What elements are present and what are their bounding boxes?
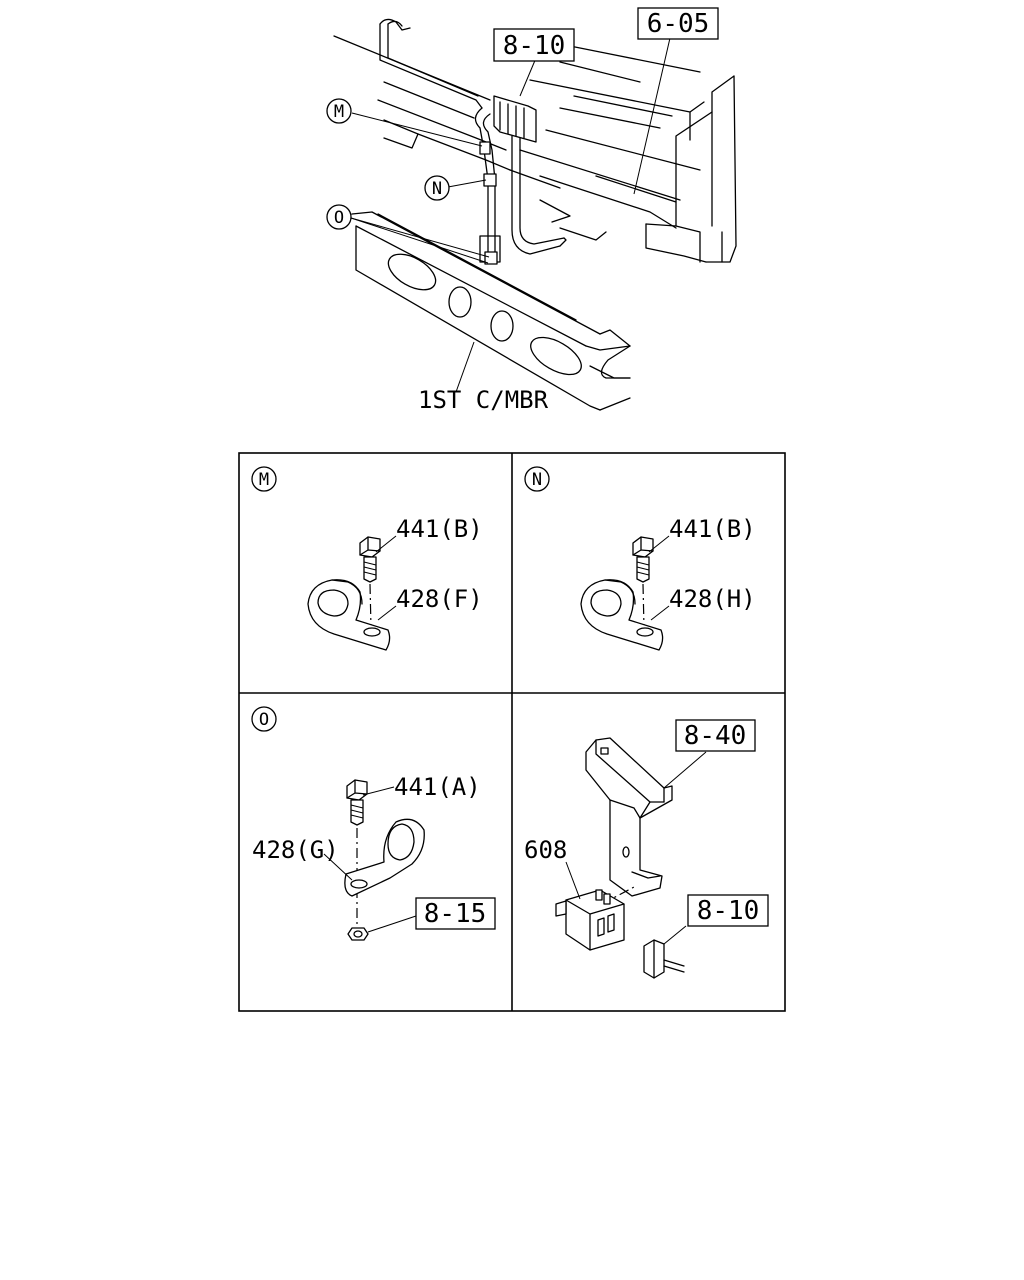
clip-o-icon bbox=[344, 818, 425, 897]
panel-m-letter: M bbox=[259, 470, 269, 490]
callout-m: M bbox=[326, 98, 352, 124]
callout-m-letter: M bbox=[334, 102, 344, 122]
panel-sensor-part-label: 608 bbox=[524, 836, 567, 864]
panel-m: M 441(B) 428(F) bbox=[251, 466, 483, 651]
detail-grid bbox=[238, 452, 786, 1012]
ref-8-40-text: 8-40 bbox=[684, 721, 747, 751]
callout-n-letter: N bbox=[432, 179, 442, 199]
ref-box-8-10-bottom[interactable]: 8-10 bbox=[687, 894, 769, 927]
leader-o-bolt bbox=[362, 786, 395, 796]
panel-m-bolt-label: 441(B) bbox=[396, 515, 483, 543]
bolt-m-icon bbox=[359, 536, 381, 583]
harness-connector bbox=[493, 95, 567, 255]
leader-o-clip bbox=[323, 853, 353, 881]
panel-n-letter-circle: N bbox=[524, 466, 550, 492]
bolt-n-icon bbox=[632, 536, 654, 583]
leader-sensor-bracket bbox=[663, 751, 707, 789]
ref-box-8-40[interactable]: 8-40 bbox=[675, 719, 756, 752]
panel-o-bolt-label: 441(A) bbox=[394, 773, 481, 801]
clip-m-icon bbox=[307, 579, 391, 651]
overview-illustration: 8-10 6-05 M N O 1ST C/MBR bbox=[326, 7, 737, 414]
ref-box-8-15[interactable]: 8-15 bbox=[415, 897, 496, 930]
ref-6-05-text: 6-05 bbox=[647, 9, 710, 39]
panel-m-clip-label: 428(F) bbox=[396, 585, 483, 613]
clip-n-icon bbox=[580, 579, 664, 651]
bolt-axis-m bbox=[369, 583, 372, 629]
panel-o-letter: O bbox=[259, 710, 269, 730]
panel-n: N 441(B) 428(H) bbox=[524, 466, 756, 651]
callout-o: O bbox=[326, 204, 352, 230]
nut-o-icon bbox=[347, 927, 369, 941]
bolt-axis-n bbox=[642, 583, 645, 629]
panel-n-bolt-label: 441(B) bbox=[669, 515, 756, 543]
frame-rail bbox=[333, 35, 737, 263]
ref-box-8-10-top[interactable]: 8-10 bbox=[493, 28, 575, 62]
leader-n-clip bbox=[650, 605, 670, 621]
crossmember bbox=[351, 211, 631, 411]
ref-8-10-top-text: 8-10 bbox=[503, 31, 566, 61]
leader-n-bolt bbox=[648, 535, 670, 553]
panel-sensor: 8-40 608 8-10 bbox=[524, 719, 769, 979]
panel-o: O 441(A) 428(G) 8-15 bbox=[251, 706, 496, 941]
callout-n: N bbox=[424, 175, 450, 201]
leader-m-clip bbox=[377, 605, 397, 621]
bolt-o-icon bbox=[346, 779, 368, 826]
crossmember-label: 1ST C/MBR bbox=[418, 386, 549, 414]
bracket-icon bbox=[585, 737, 673, 897]
panel-n-clip-label: 428(H) bbox=[669, 585, 756, 613]
ref-8-10-bottom-text: 8-10 bbox=[697, 896, 760, 926]
overview-leaders bbox=[350, 37, 671, 393]
connector-8-10-icon bbox=[643, 939, 685, 979]
ref-8-15-text: 8-15 bbox=[424, 899, 487, 929]
leader-sensor-part bbox=[565, 861, 581, 900]
ref-box-6-05[interactable]: 6-05 bbox=[637, 7, 719, 40]
leader-sensor-connector bbox=[663, 925, 687, 945]
panel-o-letter-circle: O bbox=[251, 706, 277, 732]
panel-m-letter-circle: M bbox=[251, 466, 277, 492]
switch-608-icon bbox=[555, 889, 625, 951]
panel-n-letter: N bbox=[532, 470, 542, 490]
callout-o-letter: O bbox=[334, 208, 344, 228]
harness-pipe bbox=[379, 18, 501, 263]
panel-o-clip-label: 428(G) bbox=[252, 836, 339, 864]
leader-o-nut bbox=[367, 915, 417, 933]
leader-m-bolt bbox=[375, 535, 397, 553]
